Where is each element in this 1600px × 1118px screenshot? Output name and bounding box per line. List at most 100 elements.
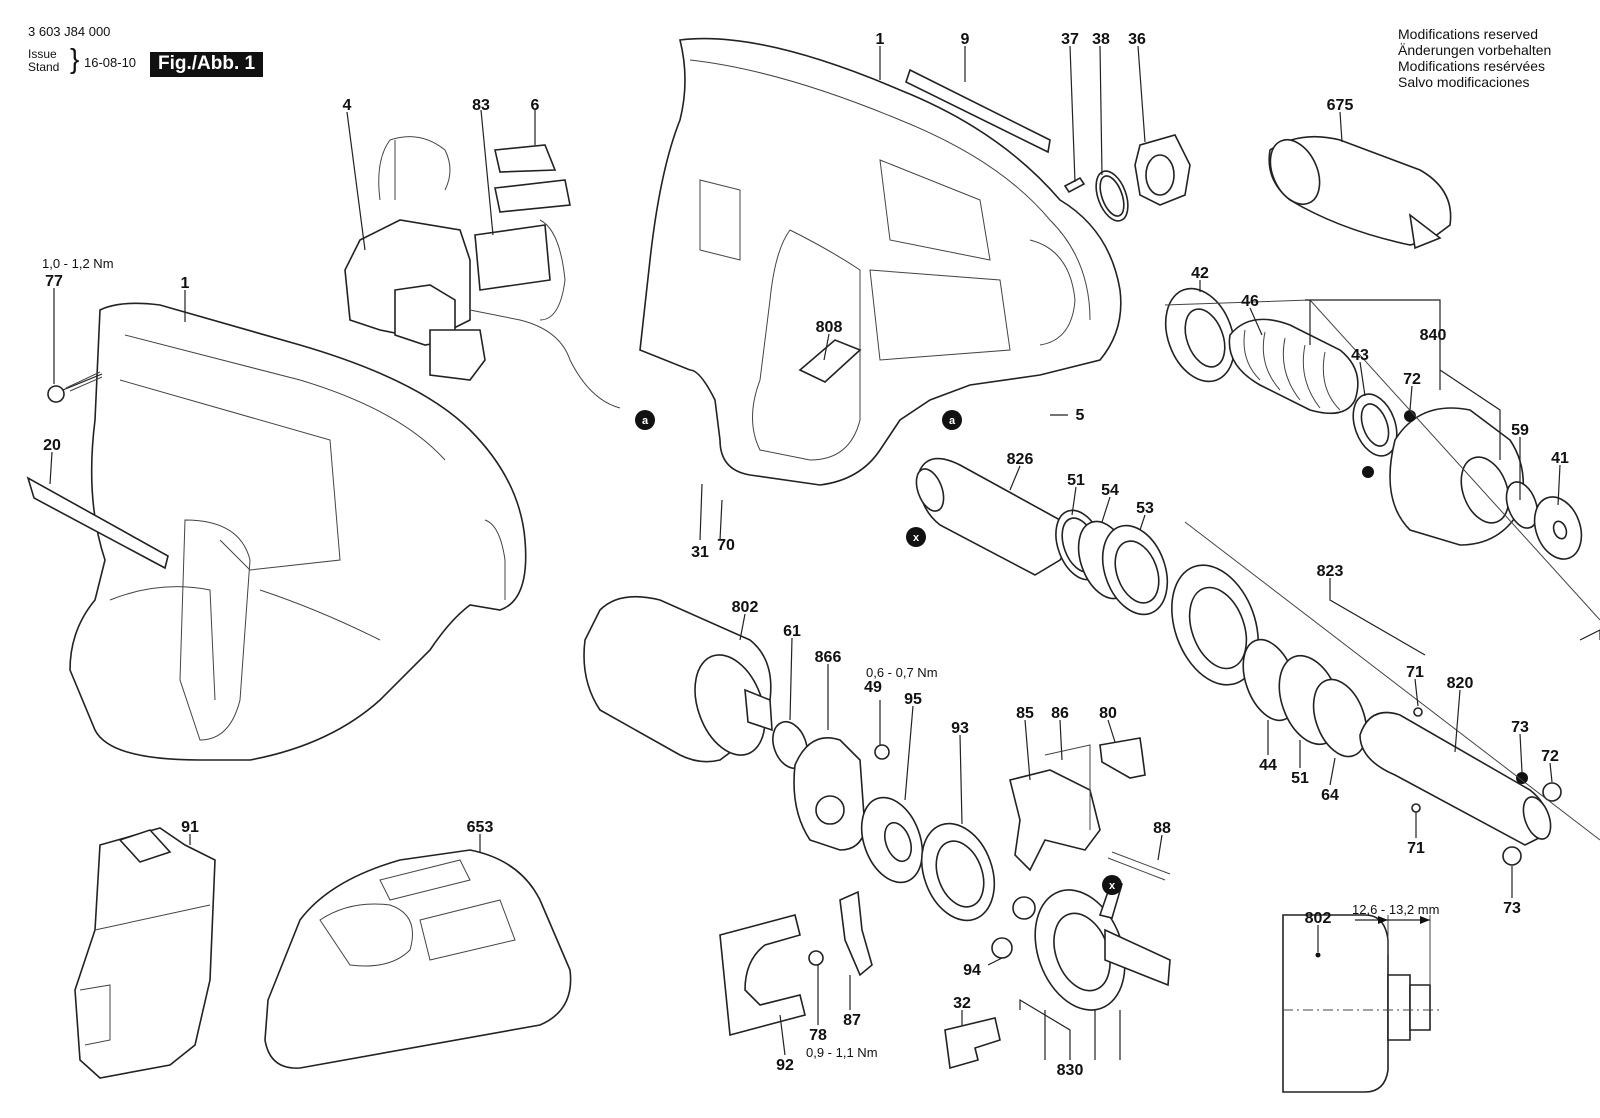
part-label: 42	[1191, 265, 1209, 282]
part-label: 71	[1406, 664, 1424, 681]
part-label: 51	[1291, 770, 1309, 787]
part-label: 31	[691, 544, 709, 561]
bearing-53-drawing	[1101, 524, 1169, 616]
part-label: 54	[1101, 482, 1119, 499]
part-label: 43	[1351, 347, 1369, 364]
part-label: 820	[1447, 675, 1474, 692]
cap-41-drawing	[1533, 496, 1583, 560]
part-label: 73	[1511, 719, 1529, 736]
torque-77: 1,0 - 1,2 Nm	[42, 256, 114, 271]
marker-a-2: a	[942, 410, 962, 430]
part-label: 78	[809, 1027, 827, 1044]
spindle-826-drawing	[915, 457, 1069, 576]
chuck-675-drawing	[1268, 135, 1452, 250]
housing-left-drawing	[69, 302, 527, 761]
leader-lines	[49, 45, 1600, 1060]
part-label: 86	[1051, 705, 1069, 722]
part-label: 830	[1057, 1062, 1084, 1079]
part-label: 46	[1241, 293, 1259, 310]
screw-78-drawing	[808, 950, 824, 966]
part-label: 1	[181, 275, 190, 292]
part-label: 37	[1061, 31, 1079, 48]
motor-802-drawing	[583, 595, 773, 763]
ring-43-drawing	[1352, 393, 1398, 457]
oring-38-drawing	[1095, 170, 1129, 222]
part-label: 92	[776, 1057, 794, 1074]
modification-line: Modifications reserved	[1398, 26, 1539, 42]
marker-x-2: x	[1102, 875, 1122, 895]
sleeve-840-drawing	[1389, 407, 1525, 546]
ring-59-drawing	[1505, 481, 1539, 529]
part-label: 802	[1305, 910, 1332, 927]
modification-line: Salvo modificaciones	[1398, 74, 1530, 90]
part-label: 49	[864, 679, 882, 696]
part-label: 70	[717, 537, 735, 554]
part-label: 823	[1317, 563, 1344, 580]
part-label: 675	[1327, 97, 1354, 114]
part-label: 44	[1259, 757, 1277, 774]
part-label: 80	[1099, 705, 1117, 722]
part-label: 71	[1407, 840, 1425, 857]
part-label: 87	[843, 1012, 861, 1029]
screw-77-drawing	[47, 371, 103, 403]
part-label: 41	[1551, 450, 1569, 467]
part-label: 802	[732, 599, 759, 616]
label-strip-9-drawing	[905, 68, 1051, 154]
part-label: 93	[951, 720, 969, 737]
document-number: 3 603 J84 000	[28, 24, 111, 39]
marker-a-1: a	[635, 410, 655, 430]
part-label: 83	[472, 97, 490, 114]
part-36-drawing	[1134, 134, 1191, 206]
part-label: 866	[815, 649, 842, 666]
modification-line: Modifications resérvées	[1398, 58, 1546, 74]
part-label: 840	[1420, 327, 1447, 344]
part-label: 73	[1503, 900, 1521, 917]
part-label: 95	[904, 691, 922, 708]
ring-gear-93-drawing	[920, 822, 996, 922]
issue-stand-labels: Issue Stand	[28, 48, 59, 74]
torque-78: 0,9 - 1,1 Nm	[806, 1045, 878, 1060]
part-label: 91	[181, 819, 199, 836]
part-label: 4	[343, 97, 352, 114]
part-label: 32	[953, 995, 971, 1012]
modification-line: Änderungen vorbehalten	[1398, 42, 1552, 58]
label-strip-20-drawing	[26, 476, 169, 570]
bracket-92-drawing	[719, 914, 806, 1037]
gear-95-drawing	[860, 796, 924, 884]
lever-87-drawing	[839, 890, 873, 977]
part-label: 653	[467, 819, 494, 836]
part-label: 64	[1321, 787, 1339, 804]
sticker-808-drawing	[798, 339, 862, 383]
part-label: 808	[816, 319, 843, 336]
torque-49: 0,6 - 0,7 Nm	[866, 665, 938, 680]
modifications-notice: Modifications reserved Änderungen vorbeh…	[1398, 26, 1551, 90]
part-label: 59	[1511, 422, 1529, 439]
switch-parts-drawing	[1009, 737, 1171, 881]
electronics-assembly-drawing	[344, 136, 621, 409]
torque-annotations: 1,0 - 1,2 Nm 0,6 - 0,7 Nm 0,9 - 1,1 Nm 1…	[42, 256, 1439, 1060]
part-label: 826	[1007, 451, 1034, 468]
part-label: 72	[1541, 748, 1559, 765]
dimension-text: 12,6 - 13,2 mm	[1352, 902, 1439, 917]
marker-a-text: a	[642, 415, 649, 427]
part-label: 94	[963, 962, 981, 979]
part-label: 20	[43, 437, 61, 454]
part-label: 53	[1136, 500, 1154, 517]
stand-label: Stand	[28, 60, 60, 74]
washer-42-drawing	[1164, 287, 1236, 383]
spring-46-drawing	[1228, 318, 1359, 415]
battery-91-drawing	[74, 827, 216, 1079]
issue-date: 16-08-10	[84, 55, 137, 70]
part-label: 5	[1076, 407, 1085, 424]
part-labels: 1 1 9 37 38 36 4 83 6 675 77 20 808 5 42…	[43, 31, 1569, 1079]
marker-a-text: a	[949, 415, 956, 427]
part-label: 88	[1153, 820, 1171, 837]
plate-866-drawing	[793, 737, 866, 851]
marker-x-text: x	[1109, 880, 1116, 892]
part-label: 1	[876, 31, 885, 48]
plate-32-drawing	[944, 1017, 1001, 1070]
part-label: 72	[1403, 371, 1421, 388]
charger-653-drawing	[264, 849, 572, 1069]
marker-x-1: x	[906, 527, 926, 547]
